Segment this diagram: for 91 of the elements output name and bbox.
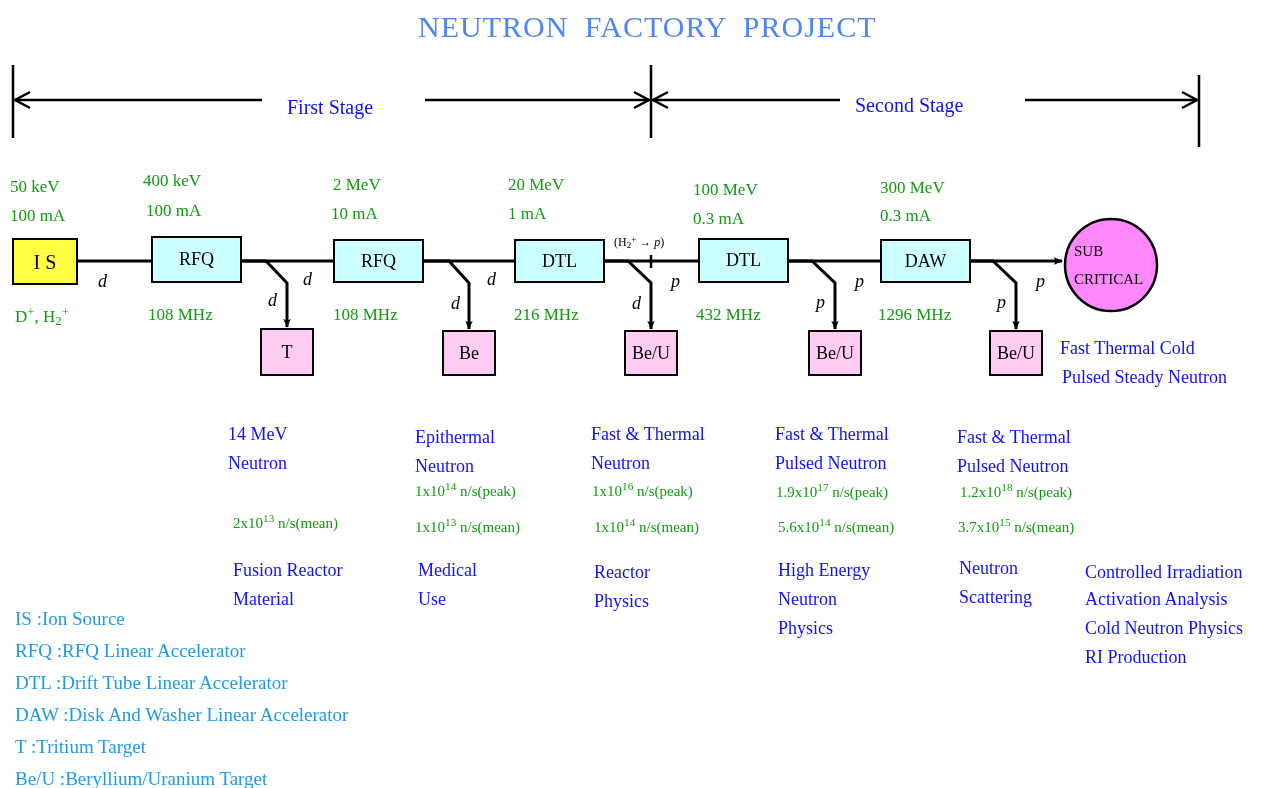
node-label: DTL: [542, 249, 577, 273]
beam-parameter: 0.3 mA: [693, 208, 744, 230]
target-box: [808, 330, 862, 376]
flux-value: 1.9x10$^{17}$ n/s(peak): [776, 481, 889, 502]
beam-parameter: 0.3 mA: [880, 205, 931, 227]
beam-line: [789, 259, 839, 330]
beam-parameter: 2 MeV: [333, 174, 381, 196]
flux-value: 1.2x10$^{18}$ n/s(peak): [960, 481, 1073, 502]
beam-parameter: 10 mA: [331, 203, 378, 225]
description-text: Controlled Irradiation: [1085, 561, 1243, 584]
beam-line: [971, 259, 1020, 330]
node-label: Be: [459, 341, 479, 365]
node-label: T: [281, 340, 293, 364]
accelerator-box: [514, 239, 605, 283]
edge-label: d: [487, 268, 496, 291]
node-label: I S: [33, 249, 57, 275]
beam-parameter: 100 mA: [146, 200, 202, 222]
flux-value: 1x10$^{13}$ n/s(mean): [415, 516, 520, 537]
abbreviation-definition: IS :Ion Source: [15, 607, 125, 631]
abbreviation-definition: DTL :Drift Tube Linear Accelerator: [15, 671, 288, 695]
beam-parameter: 432 MHz: [696, 304, 761, 326]
beam-line: [605, 259, 655, 330]
beam-parameter: 1296 MHz: [878, 304, 952, 326]
flux-value: 1x10$^{14}$ n/s(mean): [594, 516, 699, 537]
beam-parameter: 400 keV: [143, 170, 202, 192]
abbreviation-definition: T :Tritium Target: [15, 735, 146, 759]
node-label: RFQ: [361, 249, 396, 273]
stage-label: First Stage: [287, 95, 374, 121]
beam-parameter: 1 mA: [508, 203, 547, 225]
node-label: DAW: [904, 249, 947, 273]
beam-parameter: 20 MeV: [508, 174, 565, 196]
edge-label: d: [268, 289, 277, 312]
description-text: Fast & Thermal Neutron: [591, 423, 706, 475]
abbreviation-definition: RFQ :RFQ Linear Accelerator: [15, 639, 246, 663]
target-box: [260, 328, 314, 376]
description-text: RI Production: [1085, 646, 1187, 669]
edge-label: d: [98, 270, 107, 293]
abbreviation-definition: DAW :Disk And Washer Linear Accelerator: [15, 703, 349, 727]
description-text: Neutron Scattering: [959, 557, 1033, 609]
target-box: [989, 330, 1043, 376]
node-label: Be/U: [997, 341, 1035, 365]
node-label: RFQ: [179, 248, 214, 271]
node-label: DTL: [726, 249, 761, 272]
edge-label: d: [451, 292, 460, 315]
description-text: Fusion Reactor Material: [233, 559, 344, 611]
diagram-title: NEUTRON FACTORY PROJECT: [418, 9, 877, 45]
flux-value: 1x10$^{14}$ n/s(peak): [415, 480, 516, 501]
beam-line: [242, 259, 291, 328]
beam-parameter: 100 mA: [10, 205, 66, 227]
stage-label: Second Stage: [855, 93, 964, 119]
beam-line: [78, 259, 151, 263]
flux-value: 1x10$^{16}$ n/s(peak): [592, 480, 693, 501]
description-text: Epithermal Neutron: [415, 426, 496, 478]
description-text: Reactor Physics: [594, 561, 651, 613]
description-text: Fast & Thermal Pulsed Neutron: [775, 423, 890, 475]
description-text: Medical Use: [418, 559, 478, 611]
target-box: [624, 330, 678, 376]
flux-value: 5.6x10$^{14}$ n/s(mean): [778, 516, 895, 537]
beam-parameter: 100 MeV: [693, 179, 758, 201]
description-text: Fast & Thermal Pulsed Neutron: [957, 426, 1072, 478]
node-label: Be/U: [816, 341, 854, 365]
beam-parameter: 216 MHz: [514, 304, 579, 326]
description-text: High Energy Neutron Physics: [778, 559, 872, 640]
description-text: Activation Analysis: [1085, 588, 1228, 611]
conversion-note: (H$_{2}$$^{+}$ → p): [614, 233, 665, 251]
beam-parameter: 50 keV: [10, 176, 60, 198]
accelerator-box: [880, 239, 971, 283]
beam-parameter: 300 MeV: [880, 177, 945, 199]
source-box: [12, 238, 78, 285]
flux-value: 2x10$^{13}$ n/s(mean): [233, 512, 338, 533]
beam-line: [424, 259, 473, 330]
edge-label: p: [855, 270, 864, 293]
flux-value: 3.7x10$^{15}$ n/s(mean): [958, 516, 1075, 537]
description-text: Fast Thermal Cold: [1060, 337, 1195, 360]
edge-label: p: [671, 270, 680, 293]
edge-label: p: [1036, 270, 1045, 293]
edge-label: p: [816, 291, 825, 314]
edge-label: d: [303, 268, 312, 291]
description-text: Pulsed Steady Neutron: [1062, 366, 1227, 389]
accelerator-box: [333, 239, 424, 283]
node-label: Be/U: [632, 341, 670, 365]
accelerator-box: [151, 236, 242, 283]
beam-parameter: 108 MHz: [148, 304, 213, 326]
edge-label: p: [997, 291, 1006, 314]
edge-label: d: [632, 292, 641, 315]
accelerator-box: [698, 238, 789, 283]
beam-parameter: 108 MHz: [333, 304, 398, 326]
target-box: [442, 330, 496, 376]
description-text: Cold Neutron Physics: [1085, 617, 1243, 640]
description-text: 14 MeV Neutron: [228, 423, 289, 475]
node-label: SUB CRITICAL: [1074, 242, 1145, 289]
